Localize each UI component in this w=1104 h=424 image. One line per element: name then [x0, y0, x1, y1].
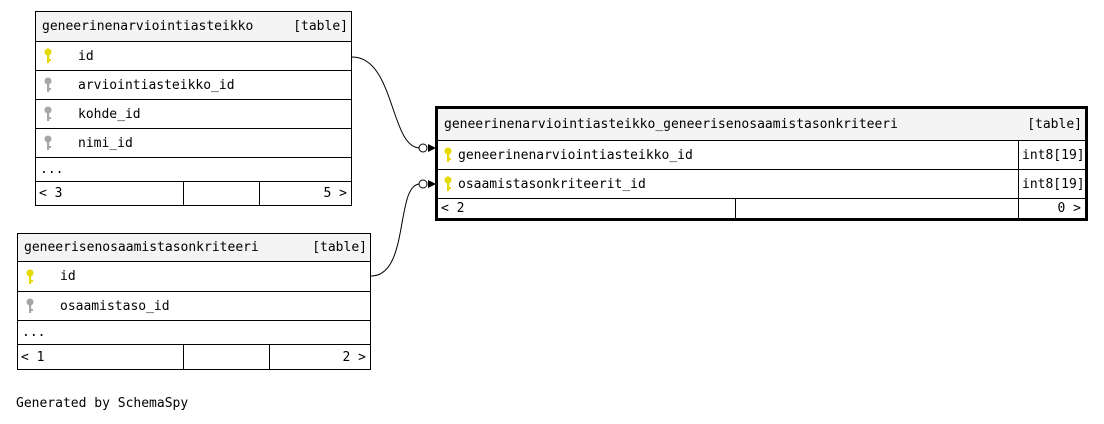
edge-arrow-1 [428, 144, 436, 152]
edge-arrow-2 [428, 180, 436, 188]
edge-end-circle-1 [418, 143, 428, 153]
column-name: id [78, 48, 94, 64]
column-row[interactable]: id [18, 262, 370, 292]
column-row[interactable]: kohde_id [36, 100, 351, 129]
column-name: kohde_id [78, 106, 141, 122]
foreign-key-icon [36, 77, 60, 93]
primary-key-icon [438, 147, 458, 163]
edge-arviointiasteikko-to-join [351, 56, 421, 149]
foreign-key-icon [18, 298, 42, 314]
table-kind: [table] [312, 240, 367, 255]
footer-spacer [184, 182, 260, 205]
column-row[interactable]: id [36, 42, 351, 71]
table-name[interactable]: geneerinenarviointiasteikko [42, 19, 254, 34]
column-name: geneerinenarviointiasteikko_id [458, 141, 1019, 169]
column-name: osaamistasonkriteerit_id [458, 170, 1019, 198]
table-header[interactable]: geneerinenarviointiasteikko_geneerisenos… [438, 109, 1085, 141]
more-columns: ... [36, 158, 351, 182]
parents-link[interactable]: < 3 [36, 182, 184, 205]
table-name[interactable]: geneerinenarviointiasteikko_geneerisenos… [444, 117, 898, 132]
table-geneerisenosaamistasonkriteeri[interactable]: geneerisenosaamistasonkriteeri [table] i… [17, 233, 371, 370]
primary-key-icon [18, 269, 42, 285]
column-row[interactable]: nimi_id [36, 129, 351, 158]
edge-end-circle-2 [418, 179, 428, 189]
table-name[interactable]: geneerisenosaamistasonkriteeri [24, 240, 259, 255]
column-row[interactable]: osaamistaso_id [18, 292, 370, 321]
children-link[interactable]: 0 > [1057, 201, 1081, 216]
column-name: nimi_id [78, 135, 133, 151]
column-name: osaamistaso_id [60, 298, 170, 314]
table-join-geneerinenarviointiasteikko-kriteeri[interactable]: geneerinenarviointiasteikko_geneerisenos… [435, 106, 1088, 221]
column-type: int8[19] [1022, 147, 1085, 163]
primary-key-icon [36, 48, 60, 64]
table-geneerinenarviointiasteikko[interactable]: geneerinenarviointiasteikko [table] id a… [35, 11, 352, 206]
table-header[interactable]: geneerinenarviointiasteikko [table] [36, 12, 351, 42]
parents-link[interactable]: < 2 [438, 199, 736, 218]
column-row[interactable]: arviointiasteikko_id [36, 71, 351, 100]
column-row[interactable]: osaamistasonkriteerit_id int8[19] [438, 170, 1085, 199]
children-link[interactable]: 2 > [342, 349, 366, 365]
parents-link[interactable]: < 1 [18, 345, 184, 369]
edge-kriteeri-to-join [370, 183, 421, 277]
foreign-key-icon [36, 135, 60, 151]
footer-spacer [736, 199, 1019, 218]
column-row[interactable]: geneerinenarviointiasteikko_id int8[19] [438, 141, 1085, 170]
table-header[interactable]: geneerisenosaamistasonkriteeri [table] [18, 234, 370, 262]
table-kind: [table] [1027, 117, 1082, 132]
generated-by-credit: Generated by SchemaSpy [16, 396, 189, 411]
primary-key-icon [438, 176, 458, 192]
more-columns: ... [18, 321, 370, 345]
column-name: id [60, 269, 76, 284]
footer-spacer [184, 345, 270, 369]
column-type: int8[19] [1022, 176, 1085, 192]
children-link[interactable]: 5 > [323, 186, 347, 201]
table-kind: [table] [293, 19, 348, 34]
foreign-key-icon [36, 106, 60, 122]
column-name: arviointiasteikko_id [78, 77, 235, 93]
